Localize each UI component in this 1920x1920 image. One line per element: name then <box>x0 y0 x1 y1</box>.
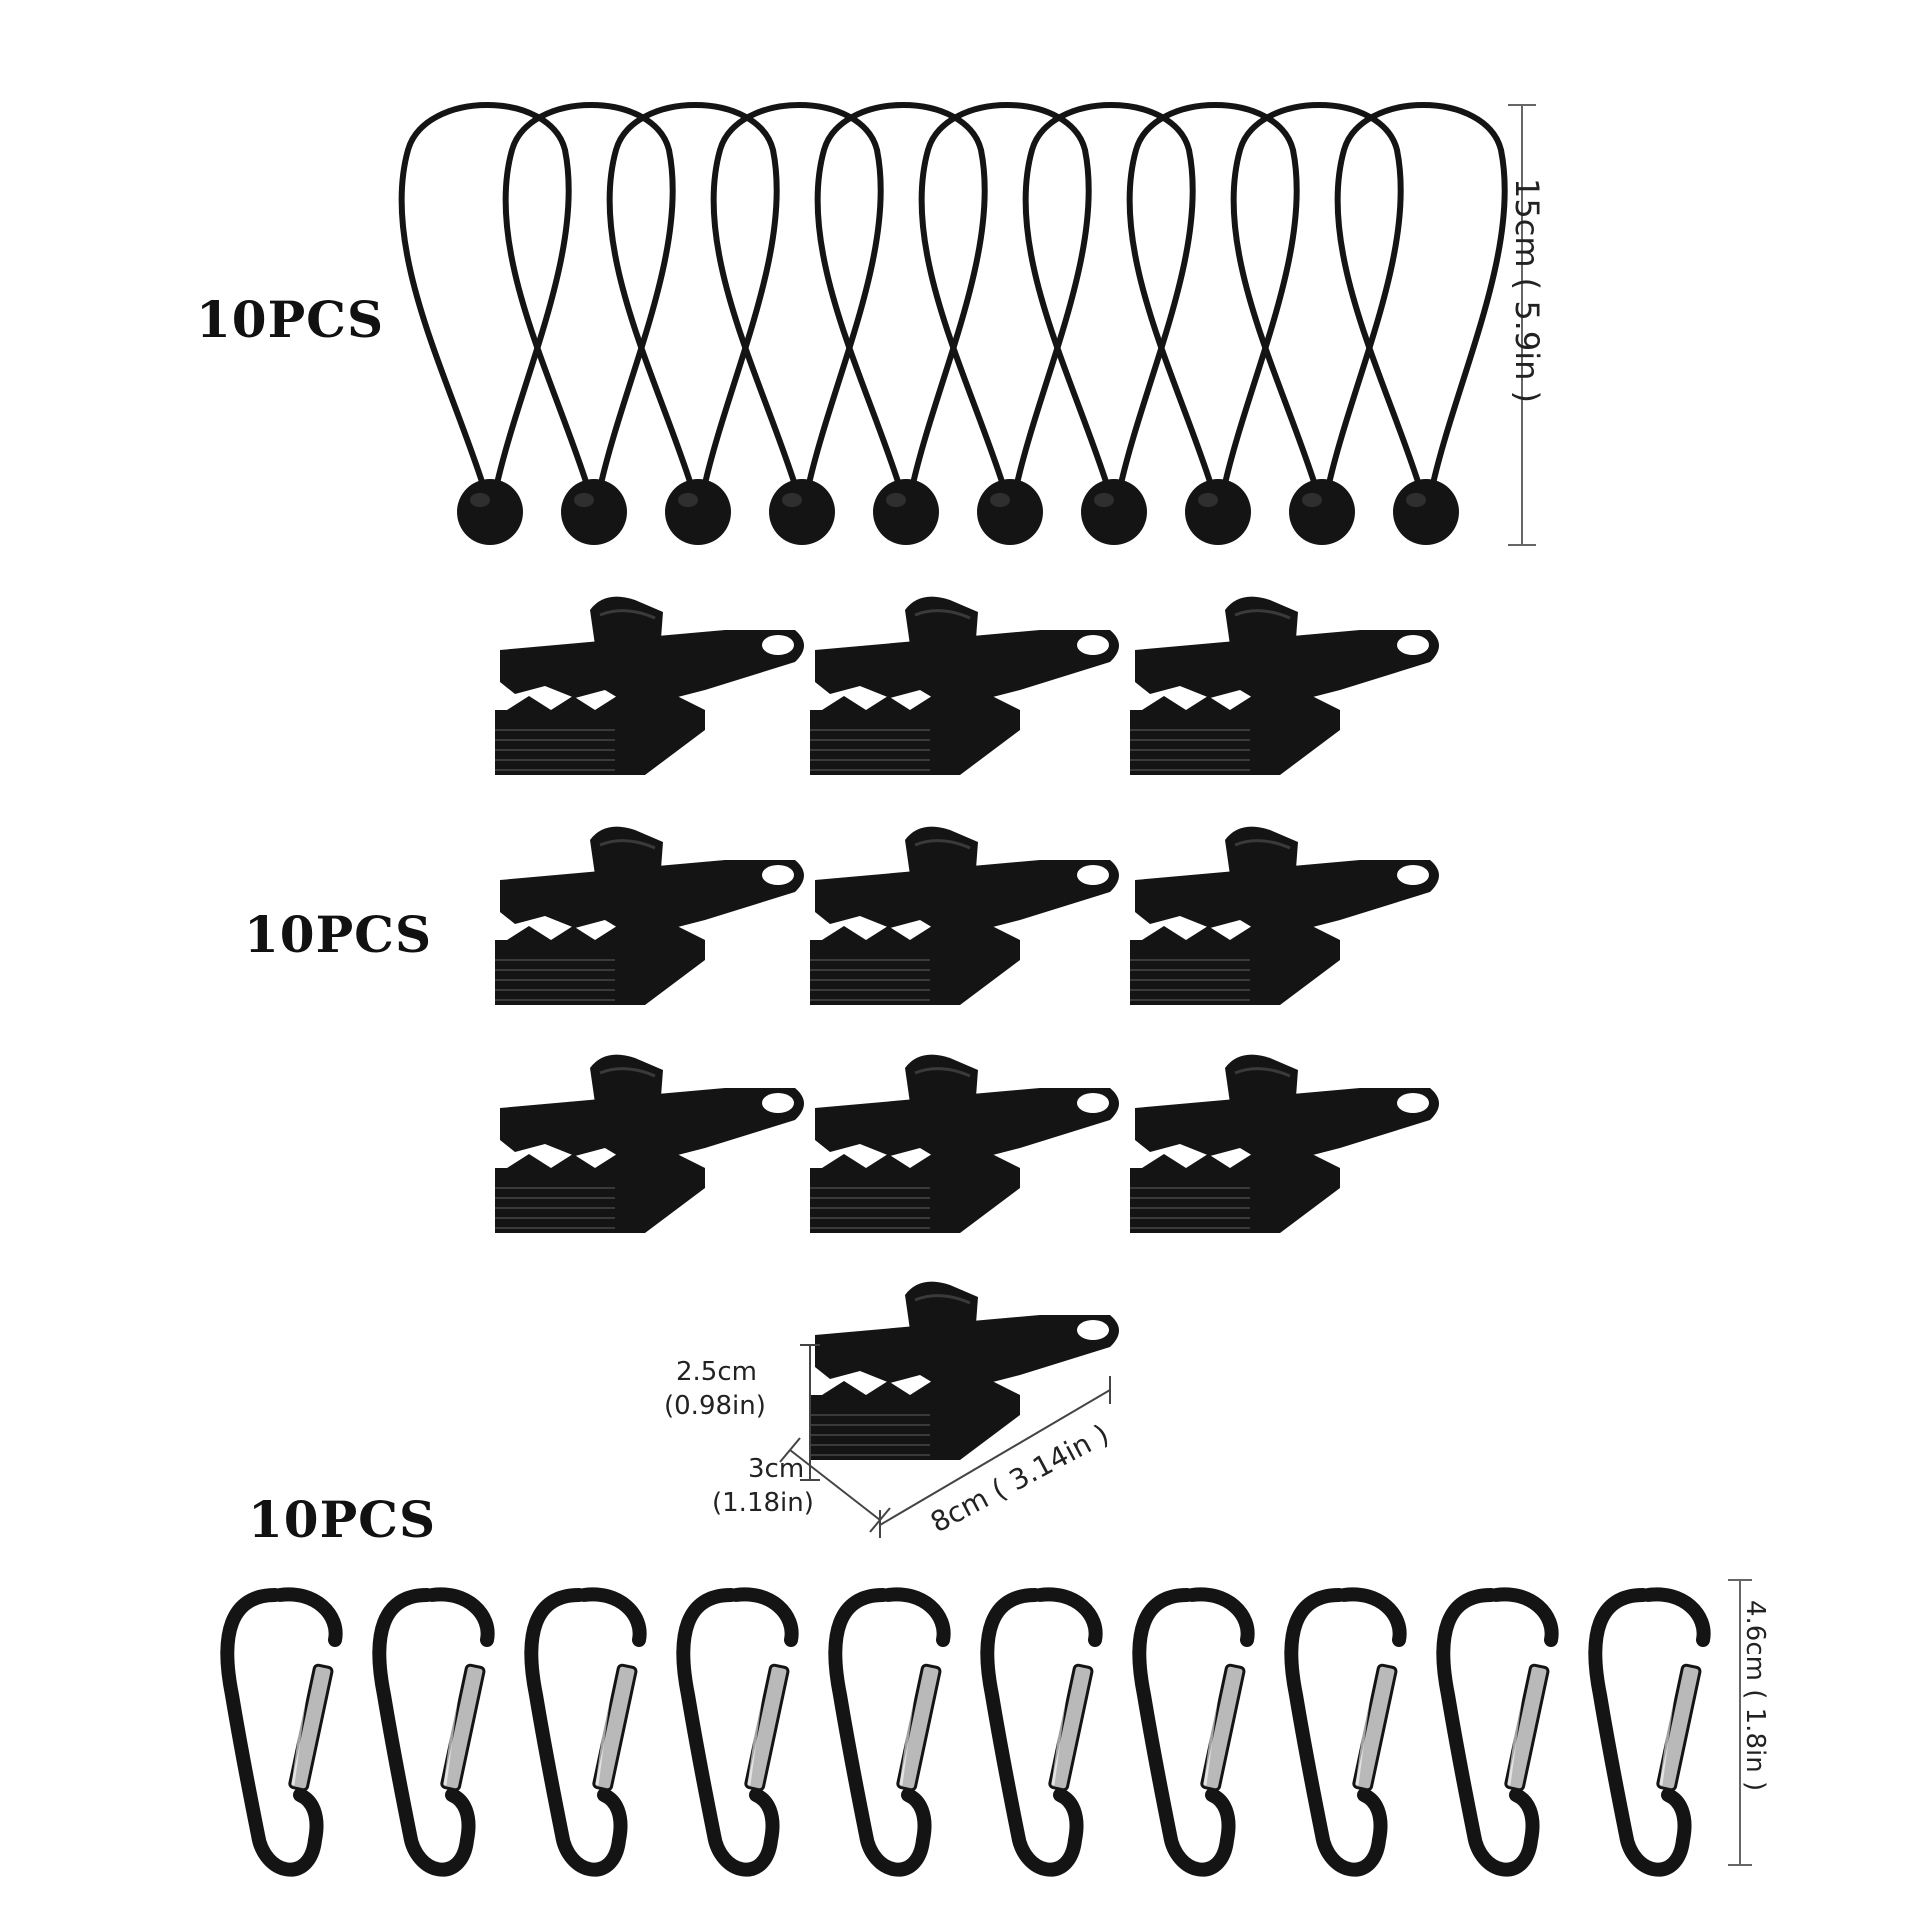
clip-height-cm: 2.5cm <box>676 1357 757 1387</box>
carabiner <box>1132 1587 1255 1877</box>
carabiners-count-label: 10PCS <box>248 1490 437 1549</box>
ball-bungee <box>710 102 884 545</box>
carabiner <box>1436 1587 1559 1877</box>
tarp-clip <box>1130 1054 1439 1233</box>
ball-bungee <box>918 102 1092 545</box>
ball-bungee <box>398 102 572 545</box>
clip-depth-cm: 3cm <box>748 1454 805 1484</box>
carabiner <box>1588 1587 1711 1877</box>
tarp-clip <box>1130 826 1439 1005</box>
tarp-clip <box>810 826 1119 1005</box>
tarp-clip <box>495 1054 804 1233</box>
tarp-clip-group <box>495 596 1439 1460</box>
carabiner <box>220 1587 343 1877</box>
tarp-clip <box>495 596 804 775</box>
tarp-clip <box>495 826 804 1005</box>
tarp-clip <box>810 1281 1119 1460</box>
carabiner <box>676 1587 799 1877</box>
clips-count-label: 10PCS <box>244 905 433 964</box>
clip-height-in: (0.98in) <box>664 1391 766 1421</box>
bungee-dimension-line <box>1508 104 1536 546</box>
carabiner-dimension-line <box>1728 1579 1752 1866</box>
carabiner <box>980 1587 1103 1877</box>
clip-depth-in: (1.18in) <box>712 1488 814 1518</box>
ball-bungee <box>1126 102 1300 545</box>
ball-bungee <box>606 102 780 545</box>
carabiner-dimension-text: 4.6cm ( 1.8in ) <box>1740 1600 1770 1792</box>
carabiner <box>372 1587 495 1877</box>
carabiner <box>828 1587 951 1877</box>
ball-bungee <box>1230 102 1404 545</box>
ball-bungee <box>1334 102 1508 545</box>
clip-height-line <box>800 1344 820 1481</box>
bungee-count-label: 10PCS <box>196 290 385 349</box>
ball-bungee <box>502 102 676 545</box>
ball-bungee <box>1022 102 1196 545</box>
tarp-clip <box>810 1054 1119 1233</box>
carabiner <box>524 1587 647 1877</box>
clip-length-line <box>879 1376 1111 1538</box>
carabiner <box>1284 1587 1407 1877</box>
tarp-clip <box>810 596 1119 775</box>
tarp-clip <box>1130 596 1439 775</box>
ball-bungee-group <box>398 102 1508 545</box>
ball-bungee <box>814 102 988 545</box>
